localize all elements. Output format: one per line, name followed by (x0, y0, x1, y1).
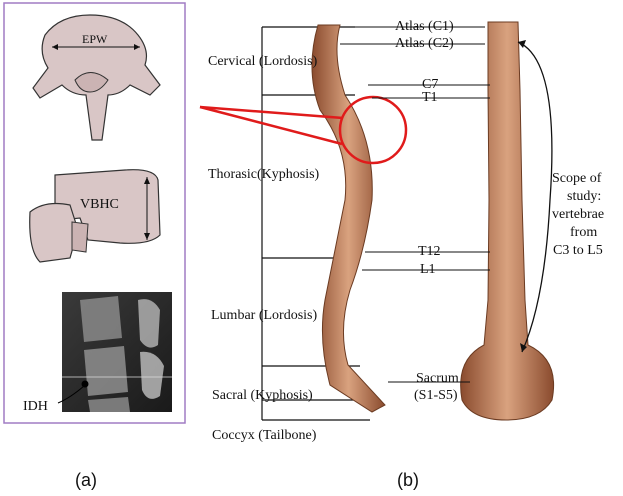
region-coccyx: Coccyx (Tailbone) (212, 429, 316, 443)
scope-line-2: study: (567, 190, 601, 204)
scope-line-1: Scope of (552, 172, 601, 186)
vertebra-side-view-illustration (30, 170, 160, 262)
scope-line-3: vertebrae (552, 208, 604, 222)
ct-scan-image (58, 292, 172, 412)
spine-back-view (461, 22, 554, 420)
spine-side-view (312, 25, 385, 412)
epw-label: EPW (82, 33, 107, 45)
label-sacrum: Sacrum (416, 372, 459, 386)
highlight-callout (200, 97, 406, 163)
region-thoracic: Thorasic(Kyphosis) (208, 168, 319, 182)
label-atlas-c1: Atlas (C1) (395, 20, 454, 34)
region-lumbar: Lumbar (Lordosis) (211, 309, 317, 323)
scope-line-4: from (570, 226, 597, 240)
label-l1: L1 (420, 263, 436, 277)
scope-line-5: C3 to L5 (553, 244, 603, 258)
idh-label: IDH (23, 400, 48, 414)
caption-b: (b) (397, 471, 419, 489)
label-t12: T12 (418, 245, 441, 259)
label-t1: T1 (422, 91, 438, 105)
region-sacral: Sacral (Kyphosis) (212, 389, 313, 403)
vbhc-label: VBHC (80, 198, 119, 212)
region-cervical: Cervical (Lordosis) (208, 55, 317, 69)
label-sacrum-range: (S1-S5) (414, 389, 458, 403)
label-atlas-c2: Atlas (C2) (395, 37, 454, 51)
caption-a: (a) (75, 471, 97, 489)
